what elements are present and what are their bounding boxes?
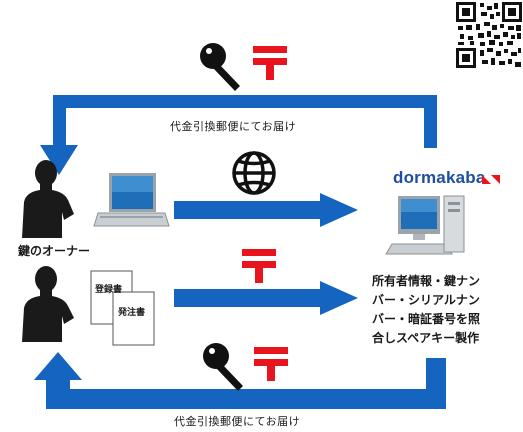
person-silhouette-icon bbox=[22, 266, 74, 342]
doc-registration-label: 登録書 bbox=[95, 285, 123, 295]
online-arrow bbox=[174, 193, 358, 227]
qr-code-icon bbox=[456, 2, 522, 68]
top-return-arrow bbox=[40, 95, 437, 175]
info-line: バー・暗証番号を照 bbox=[372, 312, 481, 326]
info-line: 合しスペアキー製作 bbox=[372, 331, 480, 345]
info-text-block: 所有者情報・鍵ナン バー・シリアルナン バー・暗証番号を照 合しスペアキー製作 bbox=[372, 272, 522, 348]
document-icon bbox=[112, 291, 155, 346]
key-icon bbox=[200, 43, 240, 91]
bottom-return-arrow bbox=[34, 352, 446, 409]
info-line: 所有者情報・鍵ナン bbox=[372, 274, 481, 288]
mail-arrow bbox=[174, 281, 358, 315]
postal-mark-icon bbox=[242, 249, 276, 283]
brand-logo: dormakaba bbox=[393, 168, 486, 187]
info-line: バー・シリアルナン bbox=[372, 293, 480, 307]
top-route-label: 代金引換郵便にてお届け bbox=[170, 120, 297, 133]
bottom-route-label: 代金引換郵便にてお届け bbox=[174, 415, 301, 428]
owner-label: 鍵のオーナー bbox=[18, 244, 91, 258]
brand-mark-icon bbox=[482, 175, 500, 184]
globe-icon bbox=[232, 151, 276, 195]
desktop-pc-icon bbox=[385, 195, 465, 255]
person-silhouette-icon bbox=[22, 160, 74, 238]
key-icon bbox=[203, 343, 243, 391]
laptop-icon bbox=[93, 173, 170, 227]
postal-mark-icon bbox=[253, 46, 287, 80]
postal-mark-icon bbox=[254, 347, 288, 381]
doc-order-label: 発注書 bbox=[118, 308, 146, 318]
